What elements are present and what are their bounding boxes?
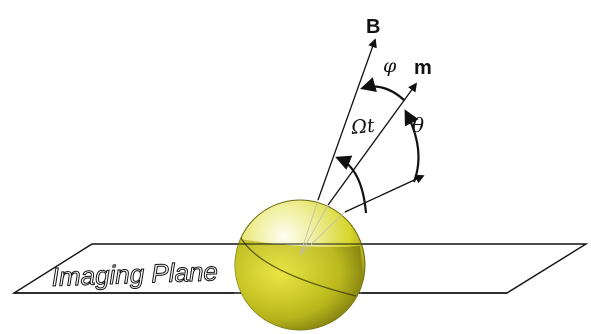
phi-arc xyxy=(360,77,405,101)
magnetization-label: m xyxy=(414,57,432,79)
in-plane-vector xyxy=(344,174,425,213)
spin-sphere xyxy=(234,199,366,331)
magnetization-vector xyxy=(327,82,418,206)
imaging-plane-label: Imaging Plane xyxy=(51,256,218,292)
theta-arc xyxy=(404,109,420,183)
b-field-vector xyxy=(317,38,377,201)
omega-t-arc xyxy=(335,155,368,214)
b-field-label: B xyxy=(366,16,380,38)
omega-t-label: Ωt xyxy=(349,115,376,139)
phi-label: φ xyxy=(383,55,397,77)
theta-label: θ xyxy=(412,113,424,137)
